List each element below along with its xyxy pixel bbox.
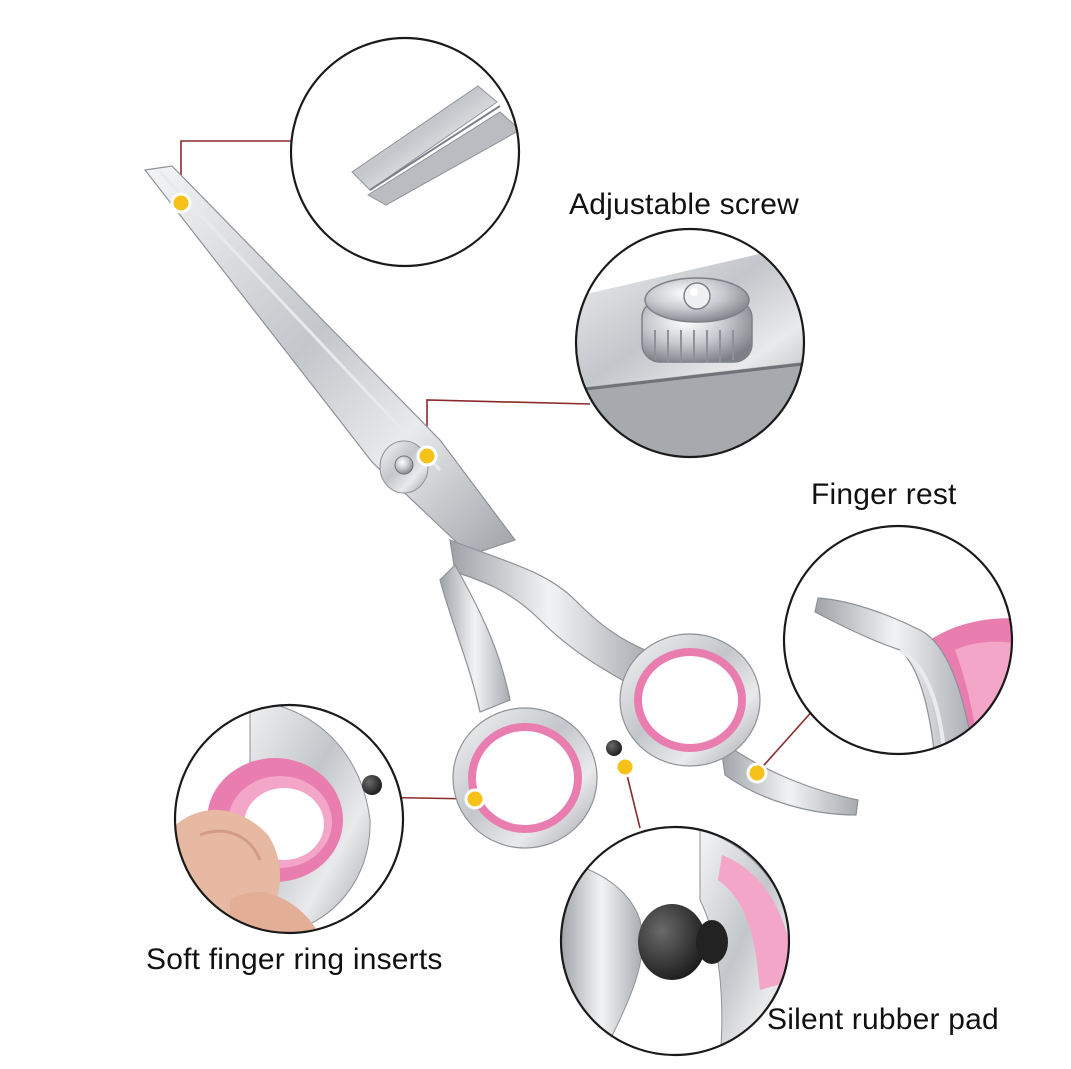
- magnifier-finger-ring-inserts: [173, 703, 405, 935]
- magnifier-silent-rubber-pad: [559, 825, 791, 1057]
- magnifier-finger-rest: [782, 524, 1014, 756]
- label-soft-finger-ring-inserts: Soft finger ring inserts: [146, 943, 443, 976]
- label-adjustable-screw: Adjustable screw: [569, 188, 799, 221]
- label-finger-rest: Finger rest: [811, 478, 957, 511]
- markers: [170, 192, 768, 810]
- label-silent-rubber-pad: Silent rubber pad: [767, 1003, 999, 1036]
- main-scissors: [143, 165, 859, 849]
- magnifier-adjustable-screw: [574, 227, 806, 459]
- magnifier-blade-tips: [289, 36, 521, 268]
